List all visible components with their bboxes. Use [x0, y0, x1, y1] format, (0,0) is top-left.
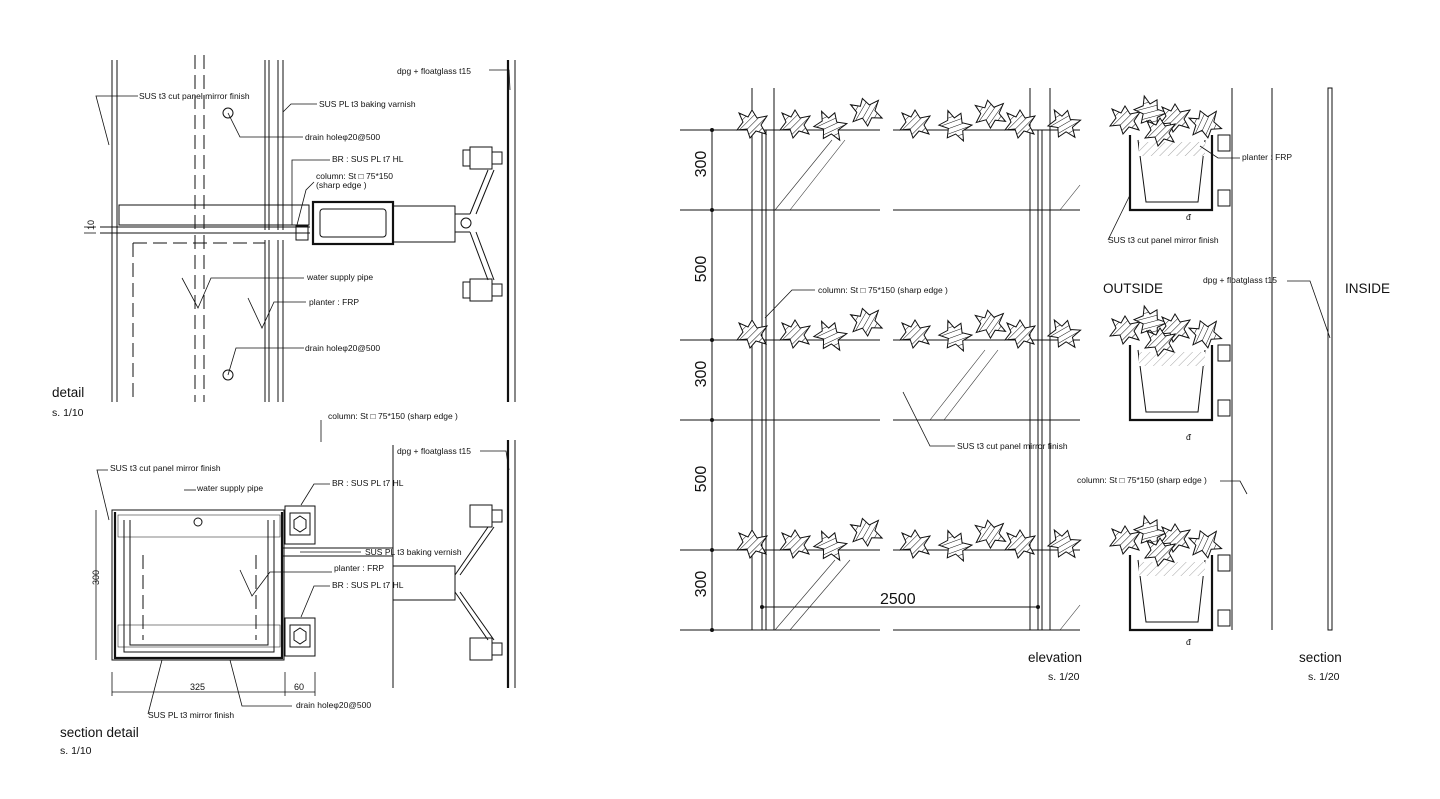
detail-water-pipe-label: water supply pipe — [306, 272, 373, 282]
section-detail-glass-label: dpg + floatglass t15 — [397, 446, 471, 456]
section-glass-label: dpg + floatglass t15 — [1203, 275, 1277, 285]
section-outside-label: OUTSIDE — [1103, 281, 1163, 296]
section-inside-label: INSIDE — [1345, 281, 1390, 296]
section-panel-mirror-label: SUS t3 cut panel mirror finish — [1108, 235, 1219, 245]
detail-title: detail — [52, 385, 84, 400]
detail-bracket-label: BR : SUS PL t7 HL — [332, 154, 404, 164]
svg-text:ᵭ: ᵭ — [1186, 432, 1192, 442]
detail-baking-varnish-label: SUS PL t3 baking varnish — [319, 99, 416, 109]
section-detail-scale: s. 1/10 — [60, 745, 92, 757]
section-planter-2: ᵭ — [1128, 344, 1231, 442]
detail-panel-mirror-label: SUS t3 cut panel mirror finish — [139, 91, 250, 101]
detail-dim-10: 10 — [86, 220, 96, 230]
elevation-width-dim: 2500 — [880, 591, 916, 608]
section-scale: s. 1/20 — [1308, 671, 1340, 683]
elevation-column-label: column: St □ 75*150 (sharp edge ) — [818, 285, 948, 295]
svg-text:ᵭ: ᵭ — [1186, 637, 1192, 647]
elevation-dim-0: 300 — [693, 151, 710, 178]
section-detail-dim-height: 300 — [91, 570, 101, 585]
section-planter-label: planter : FRP — [1242, 152, 1292, 162]
section-detail-drain-label: drain holeφ20@500 — [296, 700, 371, 710]
section-detail-view: 300 325 60 column: St □ 75*150 (sharp ed… — [60, 411, 516, 757]
section-detail-bracket-bottom-label: BR : SUS PL t7 HL — [332, 580, 404, 590]
section-title: section — [1299, 650, 1342, 665]
section-detail-baking-varnish-label: SUS PL t3 baking vernish — [365, 547, 462, 557]
section-detail-planter-label: planter : FRP — [334, 563, 384, 573]
elevation-dim-1: 500 — [693, 256, 710, 283]
section-detail-dim-gap: 60 — [294, 682, 304, 692]
detail-scale: s. 1/10 — [52, 407, 84, 419]
elevation-scale: s. 1/20 — [1048, 671, 1080, 683]
detail-planter-label: planter : FRP — [309, 297, 359, 307]
elevation-view: 300 500 300 500 300 2500 column: St □ 75… — [680, 88, 1083, 683]
detail-drain-top-label: drain holeφ20@500 — [305, 132, 380, 142]
section-detail-column-label: column: St □ 75*150 (sharp edge ) — [328, 411, 458, 421]
section-detail-title: section detail — [60, 725, 139, 740]
detail-column-sharp-edge: (sharp edge ) — [316, 180, 367, 190]
elevation-dim-3: 500 — [693, 466, 710, 493]
svg-text:ᵭ: ᵭ — [1186, 212, 1192, 222]
section-planter-3: ᵭ — [1128, 554, 1231, 647]
elevation-dim-4: 300 — [693, 571, 710, 598]
section-planter-1: ᵭ — [1128, 134, 1231, 222]
section-detail-mirror-plate-label: SUS PL t3 mirror finish — [148, 710, 234, 720]
elevation-title: elevation — [1028, 650, 1082, 665]
detail-drain-bottom-label: drain holeφ20@500 — [305, 343, 380, 353]
detail-column-label: column: St □ 75*150 — [316, 171, 393, 181]
elevation-dim-2: 300 — [693, 361, 710, 388]
section-detail-panel-mirror-label: SUS t3 cut panel mirror finish — [110, 463, 221, 473]
section-column-label: column: St □ 75*150 (sharp edge ) — [1077, 475, 1207, 485]
section-detail-bracket-top-label: BR : SUS PL t7 HL — [332, 478, 404, 488]
detail-view: 10 dpg + floatglass t15 SUS t3 cut panel… — [52, 55, 516, 419]
section-detail-water-pipe-label: water supply pipe — [196, 483, 263, 493]
section-view: ᵭ ᵭ ᵭ planter : FRP SUS t3 cut panel mir… — [1077, 87, 1390, 683]
elevation-panel-mirror-label: SUS t3 cut panel mirror finish — [957, 441, 1068, 451]
section-detail-dim-width: 325 — [190, 682, 205, 692]
detail-glass-label: dpg + floatglass t15 — [397, 66, 471, 76]
